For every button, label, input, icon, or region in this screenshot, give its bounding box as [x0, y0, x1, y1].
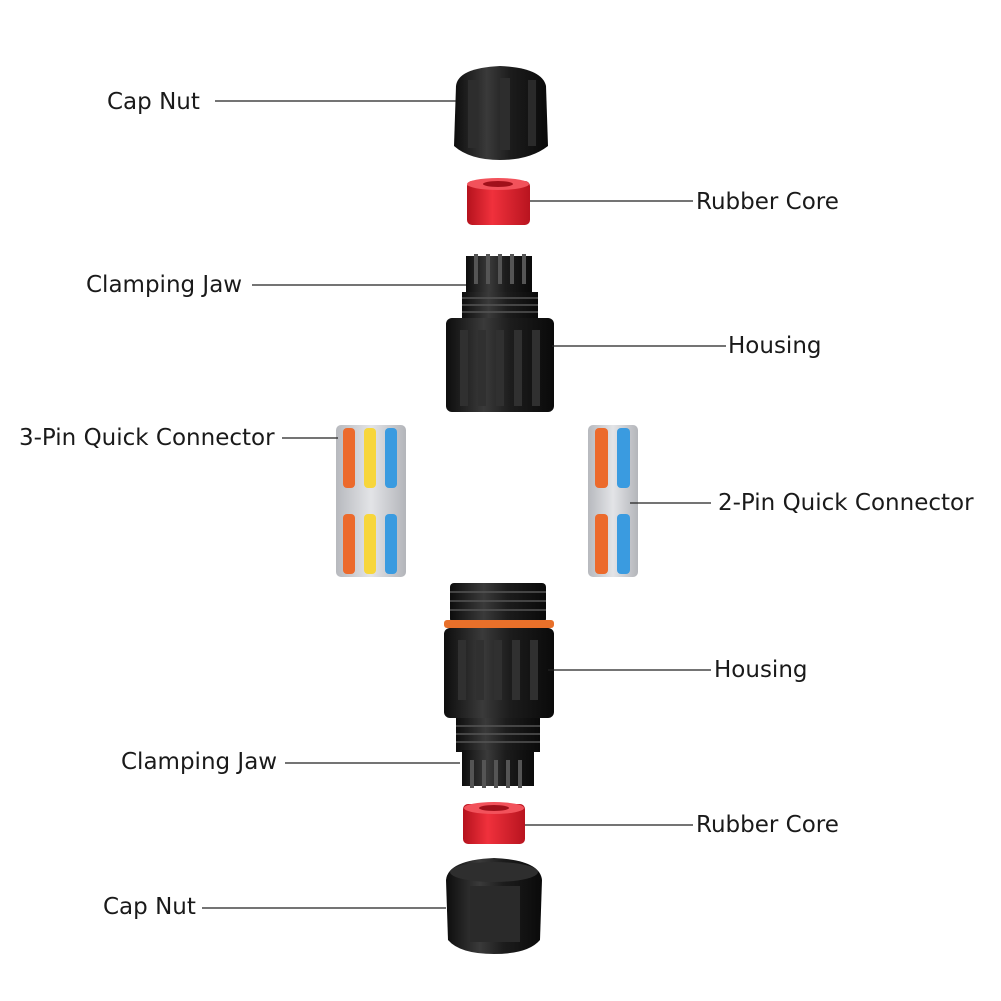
cap-nut-bottom	[446, 858, 542, 954]
rubber-core-top	[467, 178, 530, 225]
label-rubber-core-top: Rubber Core	[696, 189, 839, 215]
cap-nut-top	[454, 66, 548, 160]
label-housing-bottom: Housing	[714, 657, 808, 683]
housing-bottom	[444, 583, 554, 718]
rubber-core-bottom	[463, 802, 525, 844]
housing-top	[446, 318, 554, 412]
label-three-pin-connector: 3-Pin Quick Connector	[19, 425, 275, 451]
label-rubber-core-bottom: Rubber Core	[696, 812, 839, 838]
label-two-pin-connector: 2-Pin Quick Connector	[718, 490, 974, 516]
clamping-jaw-top	[462, 254, 538, 320]
label-clamping-jaw-top: Clamping Jaw	[86, 272, 243, 298]
clamping-jaw-bottom	[456, 718, 540, 788]
label-housing-top: Housing	[728, 333, 822, 359]
label-cap-nut-bottom: Cap Nut	[103, 894, 196, 920]
three-pin-connector	[336, 425, 406, 577]
label-cap-nut-top: Cap Nut	[107, 89, 200, 115]
label-clamping-jaw-bottom: Clamping Jaw	[121, 749, 278, 775]
two-pin-connector	[588, 425, 638, 577]
